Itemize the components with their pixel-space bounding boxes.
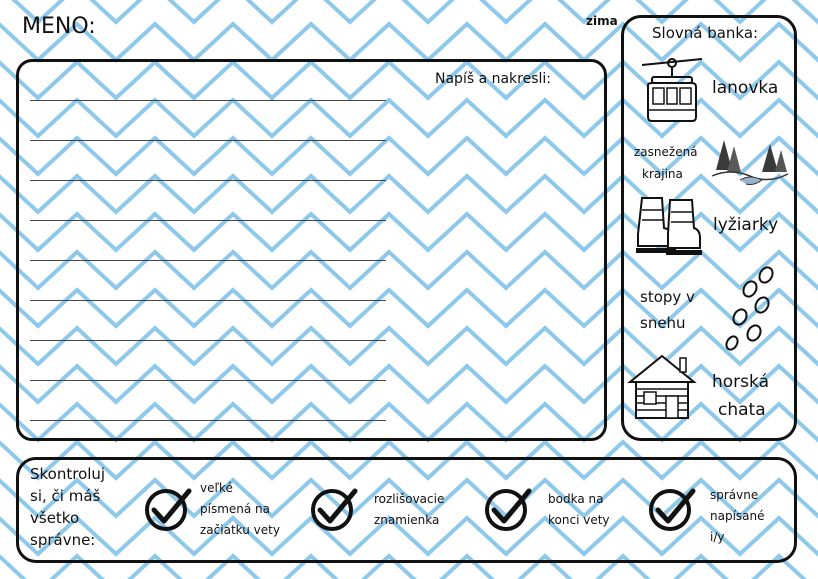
word-bank-panel xyxy=(621,15,797,441)
zigzag-stripe xyxy=(0,21,818,63)
ski-boots-icon xyxy=(636,197,702,255)
topic-tag: zima xyxy=(586,14,618,28)
writing-prompt: Napíš a nakresli: xyxy=(435,71,552,87)
snowy-landscape-icon xyxy=(711,140,789,185)
checklist-panel xyxy=(16,457,797,563)
writing-panel xyxy=(16,59,607,441)
criterion-end-period: bodka na konci vety xyxy=(548,492,610,527)
zigzag-stripe xyxy=(0,211,818,253)
zigzag-stripe xyxy=(0,287,818,329)
zigzag-stripe xyxy=(0,477,818,519)
checkmark-icon xyxy=(145,488,192,531)
zigzag-stripe xyxy=(11,0,818,25)
zigzag-stripe xyxy=(0,363,818,405)
word-lyziarky: lyžiarky xyxy=(713,215,779,235)
writing-line xyxy=(30,180,386,181)
writing-line xyxy=(30,100,386,101)
zigzag-stripe xyxy=(0,97,818,139)
writing-line xyxy=(30,260,386,261)
zigzag-stripe xyxy=(0,173,818,215)
word-bank-title: Slovná banka: xyxy=(652,24,759,42)
zigzag-stripe xyxy=(0,325,818,367)
criterion-diacritics: rozlišovacie znamienka xyxy=(374,492,445,527)
log-cabin-icon xyxy=(627,354,697,419)
name-label: MENO: xyxy=(22,14,96,39)
writing-line xyxy=(30,420,386,421)
checkmark-icon xyxy=(485,488,532,531)
zigzag-stripe xyxy=(0,401,818,443)
footprints-icon xyxy=(725,266,774,351)
checklist-title: Skontroluj si, či máš všetko správne: xyxy=(30,465,106,549)
criterion-capital-letters: veľké písmená na začiatku vety xyxy=(200,481,280,537)
zigzag-stripe xyxy=(0,59,818,101)
criterion-i-y-spelling: správne napísané i/y xyxy=(710,488,765,544)
word-zasnezena-krajina: zasnežená krajina xyxy=(634,145,698,181)
cable-car-icon xyxy=(641,58,703,122)
writing-line xyxy=(30,220,386,221)
writing-line xyxy=(30,140,386,141)
zigzag-stripe xyxy=(0,515,818,557)
checkmark-icon xyxy=(311,488,358,531)
writing-line xyxy=(30,300,386,301)
zigzag-stripe xyxy=(0,135,818,177)
word-lanovka: lanovka xyxy=(712,78,779,98)
zigzag-stripe xyxy=(0,439,818,481)
writing-line xyxy=(30,340,386,341)
writing-line xyxy=(30,380,386,381)
zigzag-stripe xyxy=(0,249,818,291)
word-stopy-v-snehu: stopy v snehu xyxy=(640,288,695,332)
word-horska-chata: horská chata xyxy=(712,372,769,420)
checkmark-icon xyxy=(649,488,696,531)
